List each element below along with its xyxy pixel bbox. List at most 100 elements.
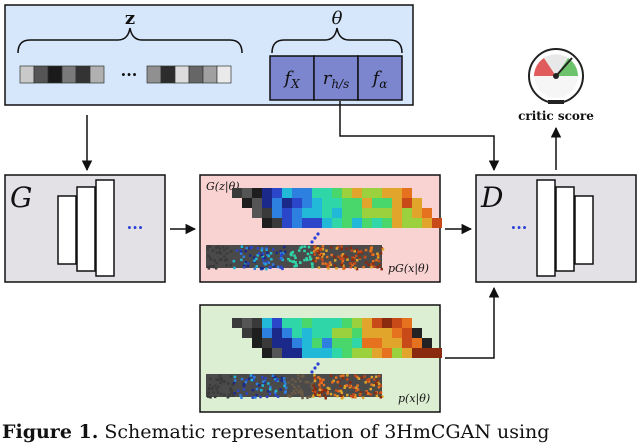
strip-speck <box>232 259 236 263</box>
strip-speck <box>299 391 302 395</box>
strip-speck <box>245 392 249 395</box>
strip-speck <box>207 391 211 394</box>
strip-speck <box>373 378 376 381</box>
strip-speck <box>280 256 283 260</box>
trail-dot <box>316 362 320 366</box>
param-cell-falpha <box>357 55 403 101</box>
strip-speck <box>355 375 359 379</box>
pixel-cell <box>402 328 412 338</box>
strip-speck <box>240 377 244 381</box>
strip-speck <box>240 396 243 399</box>
strip-speck <box>313 377 317 381</box>
pixel-cell <box>292 318 302 328</box>
pixel-cell <box>282 318 292 328</box>
strip-speck <box>322 389 325 392</box>
strip-speck <box>281 253 284 256</box>
strip-speck <box>235 249 239 252</box>
pixel-cell <box>342 318 352 328</box>
strip-speck <box>287 381 290 384</box>
generator-label: G <box>10 181 32 214</box>
strip-speck <box>216 378 220 381</box>
strip-speck <box>239 394 242 397</box>
strip-speck <box>229 387 232 390</box>
latent-cell <box>19 65 35 84</box>
strip-speck <box>370 375 374 379</box>
discriminator-dots: ··· <box>511 218 528 237</box>
strip-speck <box>253 267 257 270</box>
pixel-cell <box>392 188 402 198</box>
strip-speck <box>361 396 365 400</box>
strip-speck <box>317 251 320 255</box>
pixel-cell <box>352 208 362 218</box>
strip-speck <box>222 393 226 397</box>
pixel-cell <box>252 328 262 338</box>
strip-speck <box>206 247 209 250</box>
strip-speck <box>255 257 258 261</box>
strip-speck <box>367 378 371 381</box>
strip-speck <box>326 386 330 390</box>
pixel-cell <box>282 188 292 198</box>
strip-speck <box>262 257 265 261</box>
strip-speck <box>274 389 278 393</box>
strip-speck <box>329 374 333 378</box>
strip-speck <box>288 259 292 263</box>
pixel-cell <box>282 218 292 228</box>
strip-speck <box>311 387 315 390</box>
strip-speck <box>369 249 372 253</box>
strip-speck <box>245 246 248 250</box>
strip-speck <box>246 264 249 268</box>
strip-speck <box>321 259 324 262</box>
strip-speck <box>303 258 306 262</box>
strip-speck <box>313 246 316 249</box>
latent-vector <box>19 65 232 84</box>
strip-speck <box>326 390 330 393</box>
pixel-cell <box>272 208 282 218</box>
strip-speck <box>354 266 357 270</box>
pixel-cell <box>292 188 302 198</box>
strip-speck <box>381 395 384 398</box>
strip-speck <box>280 376 284 380</box>
pixel-cell <box>302 318 312 328</box>
strip-speck <box>291 378 294 381</box>
pixel-cell <box>392 208 402 218</box>
strip-speck <box>349 265 353 269</box>
strip-speck <box>335 389 338 392</box>
strip-speck <box>329 392 333 396</box>
strip-speck <box>379 384 383 388</box>
strip-speck <box>244 380 248 384</box>
strip-speck <box>374 382 377 385</box>
pixel-cell <box>312 218 322 228</box>
trail-dot <box>316 232 320 236</box>
strip-speck <box>266 253 269 256</box>
pixel-cell <box>412 328 422 338</box>
pixel-cell <box>252 318 262 328</box>
pixel-cell <box>332 328 342 338</box>
strip-speck <box>268 388 272 391</box>
strip-speck <box>242 382 246 386</box>
strip-speck <box>221 245 225 249</box>
pixel-cell <box>422 218 432 228</box>
strip-speck <box>303 249 306 253</box>
strip-speck <box>370 383 373 386</box>
pixel-cell <box>422 348 432 358</box>
strip-speck <box>244 249 247 253</box>
pixel-cell <box>382 338 392 348</box>
strip-speck <box>343 386 346 389</box>
pixel-cell <box>322 318 332 328</box>
strip-speck <box>219 258 222 261</box>
strip-speck <box>251 388 255 392</box>
strip-speck <box>355 248 358 251</box>
strip-speck <box>336 245 340 249</box>
strip-speck <box>254 396 257 399</box>
strip-speck <box>274 379 278 383</box>
strip-speck <box>366 392 370 395</box>
strip-speck <box>214 267 218 270</box>
strip-speck <box>340 248 343 251</box>
pixel-cell <box>362 198 372 208</box>
pixel-cell <box>412 348 422 358</box>
strip-speck <box>340 263 343 267</box>
strip-speck <box>306 396 309 400</box>
strip-speck <box>287 394 290 397</box>
pixel-cell <box>392 328 402 338</box>
strip-speck <box>276 379 279 382</box>
